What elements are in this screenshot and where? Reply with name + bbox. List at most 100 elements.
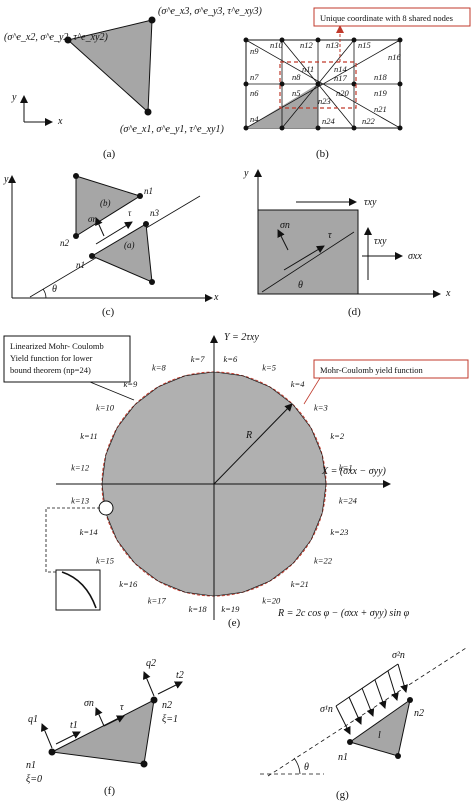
panel-a: (σ^e_x3, σ^e_y3, τ^e_xy3) (σ^e_x2, σ^e_y… bbox=[4, 6, 262, 160]
panel-f: q1 t1 σn τ q2 t2 n2 ξ=1 n1 ξ=0 (f) bbox=[26, 658, 184, 797]
k-label: k=11 bbox=[80, 431, 97, 441]
load-arrows bbox=[335, 663, 408, 735]
node-dot bbox=[395, 753, 401, 759]
mesh-nodes bbox=[243, 37, 403, 131]
linearized-leader bbox=[89, 381, 135, 401]
svg-text:n16: n16 bbox=[388, 52, 402, 62]
interface-line bbox=[267, 647, 467, 777]
node-dot bbox=[347, 739, 353, 745]
axis-x-label: x bbox=[445, 288, 451, 299]
tau-arrow bbox=[103, 715, 125, 727]
node-label: n1 bbox=[76, 260, 85, 270]
mesh-node-labels: n9 n10 n12 n13 n15 n16 n7 n11 n14 n8 n17… bbox=[250, 40, 402, 126]
k-label: k=24 bbox=[339, 495, 358, 505]
element-label: (a) bbox=[124, 240, 135, 250]
node-dot bbox=[64, 36, 72, 44]
k-label: k=10 bbox=[96, 402, 115, 412]
svg-text:n11: n11 bbox=[302, 64, 314, 74]
sigma-xx-label: σxx bbox=[408, 251, 422, 262]
load-envelope bbox=[335, 663, 399, 707]
linearized-box bbox=[3, 335, 131, 383]
svg-text:n24: n24 bbox=[322, 116, 336, 126]
node-dot bbox=[150, 696, 158, 704]
k-label: k=22 bbox=[314, 556, 333, 566]
triangle-element bbox=[66, 19, 153, 114]
caption-e: (e) bbox=[228, 617, 241, 629]
svg-text:n8: n8 bbox=[292, 72, 301, 82]
k-label: k=19 bbox=[221, 604, 240, 614]
q1-label: q1 bbox=[28, 714, 38, 725]
tau-xy-right-label: τxy bbox=[374, 236, 387, 247]
k-label: k=9 bbox=[124, 379, 139, 389]
theta-arc bbox=[293, 757, 301, 775]
caption-b: (b) bbox=[316, 148, 329, 160]
triangle-element bbox=[50, 699, 155, 765]
sigma-n-label: σn bbox=[88, 214, 97, 224]
element-a bbox=[90, 223, 153, 283]
svg-text:n6: n6 bbox=[250, 88, 259, 98]
node-dot bbox=[73, 173, 79, 179]
node-dot bbox=[48, 748, 56, 756]
t1-label: t1 bbox=[70, 720, 78, 731]
panel-g: θ σ²n σ¹n n1 n2 l (g) bbox=[260, 647, 467, 801]
t2-arrow bbox=[157, 681, 183, 695]
node-dot bbox=[148, 16, 156, 24]
k-label: k=1 bbox=[339, 463, 353, 473]
diagonal-plane bbox=[261, 231, 355, 293]
q1-arrow bbox=[41, 723, 53, 749]
k-label: k=7 bbox=[191, 354, 206, 364]
node-dot bbox=[73, 233, 79, 239]
xi1-label: ξ=1 bbox=[162, 714, 178, 725]
y-axis-label: Y = 2τxy bbox=[224, 332, 259, 343]
caption-f: (f) bbox=[104, 785, 115, 797]
sigma-n-arrow bbox=[95, 217, 105, 237]
panel-e: Y = 2τxy X = (σxx − σyy) R k=1k=2k=3k=4k… bbox=[3, 332, 469, 629]
linearized-box-line1: Linearized Mohr- Coulomb bbox=[10, 341, 104, 351]
sigma-n-arrow bbox=[277, 229, 289, 251]
theta-label: θ bbox=[304, 762, 309, 773]
panel-c: y x θ n1 n3 n2 n1 (b) (a) σn τ (c) bbox=[3, 173, 219, 318]
panel-b: Unique coordinate with 8 shared nodes n9… bbox=[243, 7, 471, 160]
k-labels: k=1k=2k=3k=4k=5k=6k=7k=8k=9k=10k=11k=12k… bbox=[71, 354, 358, 614]
svg-text:n7: n7 bbox=[250, 72, 259, 82]
linearized-box-line2: Yield function for lower bbox=[10, 353, 93, 363]
theta-label: θ bbox=[298, 280, 303, 291]
theta-label: θ bbox=[52, 284, 57, 295]
node-label-1: (σ^e_x1, σ^e_y1, τ^e_xy1) bbox=[120, 124, 224, 135]
callout-text: Unique coordinate with 8 shared nodes bbox=[320, 13, 453, 23]
k-label: k=15 bbox=[96, 556, 114, 566]
svg-text:n9: n9 bbox=[250, 46, 259, 56]
xi0-label: ξ=0 bbox=[26, 774, 42, 785]
triangle-element bbox=[348, 698, 411, 757]
element-b bbox=[75, 175, 142, 237]
svg-text:n14: n14 bbox=[334, 64, 348, 74]
q2-arrow bbox=[143, 671, 155, 697]
k-label: k=16 bbox=[119, 579, 138, 589]
axis-y-label: y bbox=[3, 174, 9, 185]
radius-arrow bbox=[213, 403, 293, 485]
k-label: k=20 bbox=[262, 595, 281, 605]
svg-text:n19: n19 bbox=[374, 88, 388, 98]
svg-text:n23: n23 bbox=[318, 96, 331, 106]
node-label-2: (σ^e_x2, σ^e_y2, τ^e_xy2) bbox=[4, 32, 108, 43]
svg-text:n4: n4 bbox=[250, 114, 259, 124]
zoom-curve bbox=[61, 571, 97, 609]
node-label: n3 bbox=[150, 208, 160, 218]
node-dot bbox=[149, 279, 155, 285]
k-label: k=4 bbox=[291, 379, 306, 389]
tau-label: τ bbox=[120, 702, 124, 713]
axis-y-label: y bbox=[243, 168, 249, 179]
k-label: k=3 bbox=[314, 402, 328, 412]
node-dot bbox=[407, 697, 413, 703]
sigma-n-label: σn bbox=[280, 220, 290, 231]
tau-arrow bbox=[95, 221, 133, 245]
mesh-lines bbox=[245, 39, 401, 129]
k-label: k=8 bbox=[152, 363, 167, 373]
tau-arrow bbox=[283, 245, 325, 271]
k-label: k=2 bbox=[330, 431, 345, 441]
k-label: k=14 bbox=[80, 527, 99, 537]
node-dot bbox=[144, 108, 152, 116]
caption-g: (g) bbox=[336, 789, 349, 801]
svg-text:n20: n20 bbox=[336, 88, 350, 98]
svg-text:n18: n18 bbox=[374, 72, 388, 82]
